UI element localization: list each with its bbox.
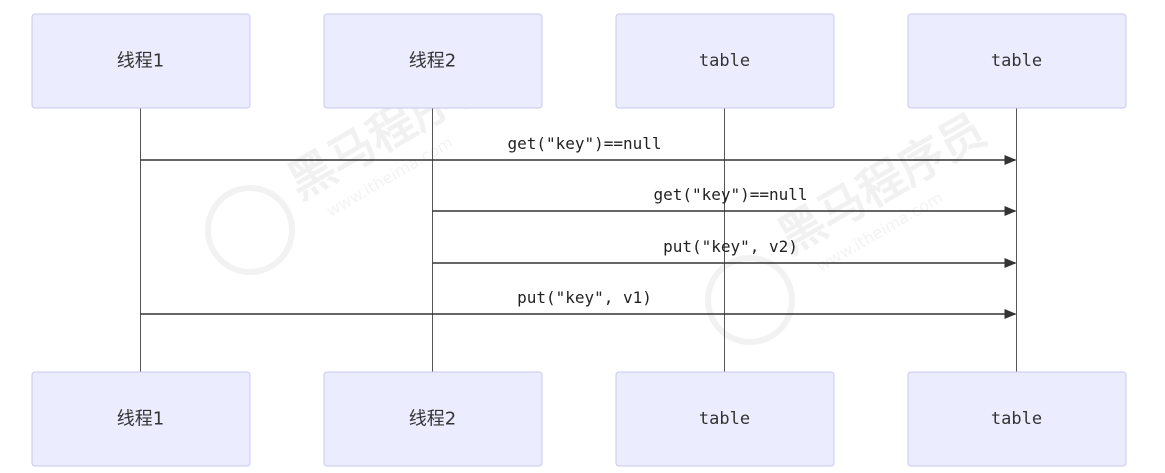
actor-box <box>615 371 835 467</box>
actor-top-p3: table <box>615 13 835 109</box>
actor-top-p2: 线程2 <box>323 13 543 109</box>
actor-label: table <box>991 409 1042 429</box>
actor-box <box>615 13 835 109</box>
actor-bottom-p3: table <box>615 371 835 467</box>
actor-label: 线程2 <box>409 409 456 430</box>
message-label: put("key", v2) <box>663 237 798 256</box>
actor-bottom-p1: 线程1 <box>31 371 251 467</box>
message-4: put("key", v1) <box>140 288 1017 319</box>
message-3: put("key", v2) <box>432 237 1017 268</box>
actor-box <box>31 13 251 109</box>
actor-top-p1: 线程1 <box>31 13 251 109</box>
actor-label: 线程1 <box>117 409 164 430</box>
actor-box <box>907 371 1127 467</box>
actor-top-p4: table <box>907 13 1127 109</box>
message-1: get("key")==null <box>140 134 1017 165</box>
message-label: get("key")==null <box>507 134 661 153</box>
actor-label: table <box>991 51 1042 71</box>
actor-box <box>907 13 1127 109</box>
message-label: put("key", v1) <box>517 288 652 307</box>
actor-label: table <box>699 51 750 71</box>
watermark-logo-icon <box>705 255 795 345</box>
watermark-logo-icon <box>205 185 295 275</box>
message-label: get("key")==null <box>653 185 807 204</box>
actor-bottom-p4: table <box>907 371 1127 467</box>
actor-label: 线程1 <box>117 51 164 72</box>
actor-box <box>323 13 543 109</box>
actor-label: 线程2 <box>409 51 456 72</box>
actor-box <box>323 371 543 467</box>
actor-box <box>31 371 251 467</box>
message-2: get("key")==null <box>432 185 1017 216</box>
actor-bottom-p2: 线程2 <box>323 371 543 467</box>
actor-label: table <box>699 409 750 429</box>
